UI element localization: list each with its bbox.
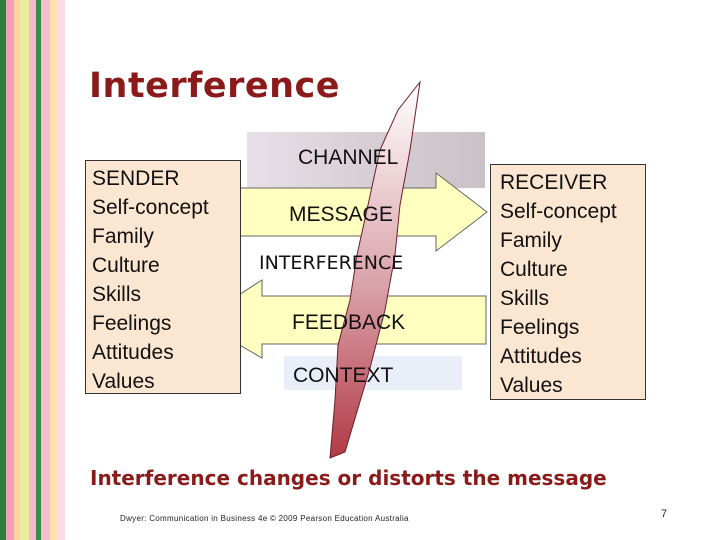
receiver-item: Skills — [500, 287, 550, 310]
receiver-heading: RECEIVER — [500, 171, 608, 194]
receiver-item: Self-concept — [500, 200, 617, 223]
receiver-item: Values — [500, 374, 563, 397]
message-label: MESSAGE — [289, 203, 393, 226]
receiver-item: Attitudes — [500, 345, 582, 368]
sender-heading: SENDER — [92, 167, 180, 190]
stripe — [14, 0, 20, 540]
sender-item: Family — [92, 225, 154, 248]
channel-band — [247, 132, 485, 188]
stripe — [57, 0, 65, 540]
context-band — [284, 356, 462, 390]
sender-item: Skills — [92, 283, 142, 306]
receiver-item: Family — [500, 229, 562, 252]
context-label: CONTEXT — [293, 364, 394, 387]
page-number: 7 — [661, 508, 668, 520]
stripe — [36, 0, 41, 540]
lightning-bolt-icon — [329, 80, 421, 459]
slide-title: Interference — [89, 66, 341, 106]
stripe — [20, 0, 29, 540]
stripe — [29, 0, 36, 540]
receiver-item: Culture — [500, 258, 568, 281]
stripe — [65, 0, 72, 540]
interference-label: INTERFERENCE — [259, 252, 404, 274]
sender-item: Values — [92, 370, 155, 393]
sender-item: Self-concept — [92, 196, 209, 219]
sender-box: SENDER Self-concept Family Culture Skill… — [85, 160, 241, 394]
channel-label: CHANNEL — [298, 146, 399, 169]
stripe — [50, 0, 57, 540]
stripe — [41, 0, 50, 540]
receiver-box: RECEIVER Self-concept Family Culture Ski… — [490, 164, 646, 400]
sender-item: Culture — [92, 254, 160, 277]
message-arrow — [237, 171, 488, 253]
caption: Interference changes or distorts the mes… — [90, 466, 607, 490]
stripe — [0, 0, 6, 540]
feedback-label: FEEDBACK — [292, 311, 406, 334]
stripe — [6, 0, 14, 540]
sender-item: Attitudes — [92, 341, 174, 364]
decorative-stripes — [0, 0, 72, 540]
footer-citation: Dwyer: Communication in Business 4e © 20… — [120, 514, 409, 523]
receiver-item: Feelings — [500, 316, 580, 339]
sender-item: Feelings — [92, 312, 172, 335]
